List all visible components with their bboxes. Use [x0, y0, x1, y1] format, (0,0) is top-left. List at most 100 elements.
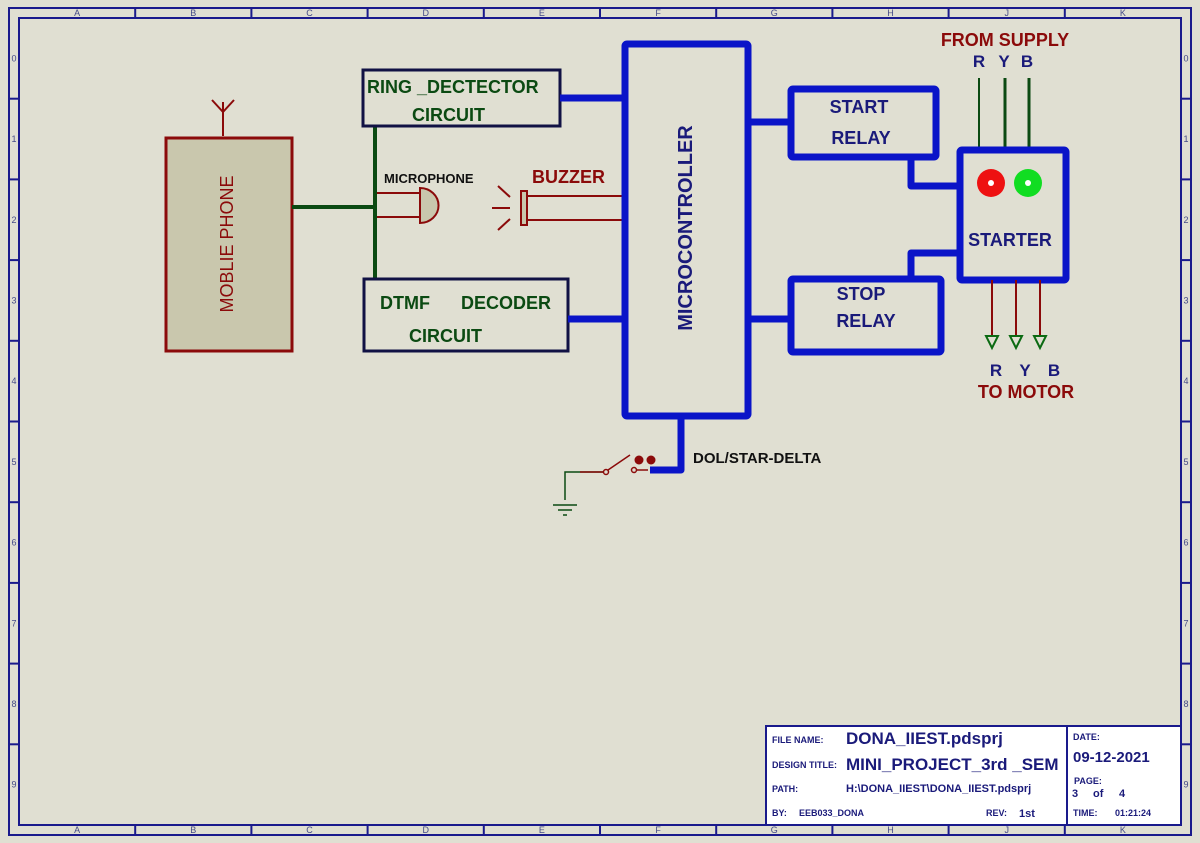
switch-icon	[602, 468, 610, 476]
mobile-phone-label: MOBLIE PHONE	[217, 175, 237, 312]
supply-input: FROM SUPPLY R Y B	[941, 30, 1069, 150]
dtmf-circuit-label: CIRCUIT	[409, 326, 482, 346]
supply-phase-y: Y	[998, 52, 1010, 71]
ring-detector-label-1: RING _DECTECTOR	[367, 77, 539, 97]
column-label-bottom: C	[306, 825, 313, 835]
column-label-top: J	[1004, 8, 1009, 18]
row-label-right: 7	[1183, 618, 1188, 628]
design-title-value: MINI_PROJECT_3rd _SEM	[846, 755, 1059, 774]
page-of: of	[1093, 788, 1104, 800]
date-label: DATE:	[1073, 732, 1100, 742]
ring-detector-label-2: CIRCUIT	[412, 105, 485, 125]
column-label-top: A	[74, 8, 80, 18]
date-value: 09-12-2021	[1073, 749, 1150, 766]
row-label-right: 0	[1183, 53, 1188, 63]
row-label-left: 9	[11, 780, 16, 790]
row-label-left: 0	[11, 53, 16, 63]
motor-output: R Y B TO MOTOR	[978, 280, 1074, 402]
title-block: FILE NAME: DONA_IIEST.pdsprj DESIGN TITL…	[765, 725, 1182, 826]
column-label-top: H	[887, 8, 894, 18]
decoder-label: DECODER	[461, 293, 551, 313]
column-label-top: E	[539, 8, 545, 18]
column-label-top: B	[190, 8, 196, 18]
start-relay-label-1: START	[830, 97, 889, 117]
column-label-bottom: F	[655, 825, 661, 835]
control-bus	[560, 94, 960, 474]
page-label: PAGE:	[1074, 776, 1102, 786]
motor-phase-r: R	[990, 361, 1002, 380]
dtmf-decoder-block[interactable]: DTMF DECODER CIRCUIT	[362, 277, 570, 353]
supply-phase-b: B	[1021, 52, 1033, 71]
microcontroller-block[interactable]: MICROCONTROLLER	[621, 40, 752, 420]
sheet-frame	[8, 7, 1192, 836]
row-label-left: 2	[11, 215, 16, 225]
column-label-bottom: B	[190, 825, 196, 835]
output-arrow-icons	[984, 335, 1048, 351]
page-number: 3	[1072, 788, 1078, 800]
grid-ticks	[9, 9, 1191, 834]
column-label-top: D	[422, 8, 429, 18]
page-total: 4	[1119, 788, 1126, 800]
stop-relay-label-2: RELAY	[836, 311, 895, 331]
column-label-top: K	[1120, 8, 1126, 18]
starter-label: STARTER	[968, 230, 1052, 250]
time-value: 01:21:24	[1115, 808, 1151, 818]
ground-icon	[553, 504, 577, 516]
row-label-right: 8	[1183, 699, 1188, 709]
row-label-right: 1	[1183, 134, 1188, 144]
buzzer-icon	[492, 185, 624, 231]
file-name-value: DONA_IIEST.pdsprj	[846, 729, 1003, 748]
column-label-bottom: G	[771, 825, 778, 835]
row-label-right: 6	[1183, 538, 1188, 548]
starter-block[interactable]: STARTER	[956, 146, 1070, 284]
design-title-label: DESIGN TITLE:	[772, 760, 837, 770]
stop-relay-block[interactable]: STOP RELAY	[787, 275, 945, 356]
time-label: TIME:	[1073, 808, 1098, 818]
row-label-right: 4	[1183, 376, 1188, 386]
column-label-top: C	[306, 8, 313, 18]
dol-star-delta-switch[interactable]: DOL/STAR-DELTA	[553, 450, 821, 516]
to-motor-label: TO MOTOR	[978, 382, 1074, 402]
rev-value: 1st	[1019, 808, 1035, 820]
column-label-bottom: D	[422, 825, 429, 835]
column-label-top: G	[771, 8, 778, 18]
row-label-left: 8	[11, 699, 16, 709]
path-value: H:\DONA_IIEST\DONA_IIEST.pdsprj	[846, 783, 1031, 795]
motor-phase-y: Y	[1019, 361, 1031, 380]
column-label-bottom: H	[887, 825, 894, 835]
start-relay-label-2: RELAY	[831, 128, 890, 148]
row-label-left: 6	[11, 538, 16, 548]
rev-label: REV:	[986, 808, 1007, 818]
supply-phase-r: R	[973, 52, 985, 71]
stop-relay-label-1: STOP	[837, 284, 886, 304]
start-relay-block[interactable]: START RELAY	[787, 85, 940, 161]
column-label-bottom: K	[1120, 825, 1126, 835]
from-supply-label: FROM SUPPLY	[941, 30, 1069, 50]
column-label-bottom: E	[539, 825, 545, 835]
column-label-bottom: A	[74, 825, 80, 835]
row-label-left: 3	[11, 295, 16, 305]
mobile-phone-block[interactable]: MOBLIE PHONE	[164, 99, 294, 353]
phone-wiring	[292, 126, 377, 278]
row-label-right: 3	[1183, 295, 1188, 305]
buzzer[interactable]: BUZZER	[492, 167, 624, 231]
column-label-bottom: J	[1004, 825, 1009, 835]
microphone-icon	[419, 186, 440, 225]
column-label-top: F	[655, 8, 661, 18]
microphone[interactable]: MICROPHONE	[377, 171, 474, 225]
row-label-right: 9	[1183, 780, 1188, 790]
dol-star-delta-label: DOL/STAR-DELTA	[693, 450, 821, 467]
row-label-left: 7	[11, 618, 16, 628]
row-label-right: 5	[1183, 457, 1188, 467]
ring-detector-block[interactable]: RING _DECTECTOR CIRCUIT	[361, 68, 562, 128]
microcontroller-label: MICROCONTROLLER	[675, 125, 697, 331]
file-name-label: FILE NAME:	[772, 735, 824, 745]
row-label-left: 4	[11, 376, 16, 386]
motor-phase-b: B	[1048, 361, 1060, 380]
path-label: PATH:	[772, 784, 798, 794]
antenna-icon	[211, 99, 224, 113]
buzzer-label: BUZZER	[532, 167, 605, 187]
row-label-left: 1	[11, 134, 16, 144]
